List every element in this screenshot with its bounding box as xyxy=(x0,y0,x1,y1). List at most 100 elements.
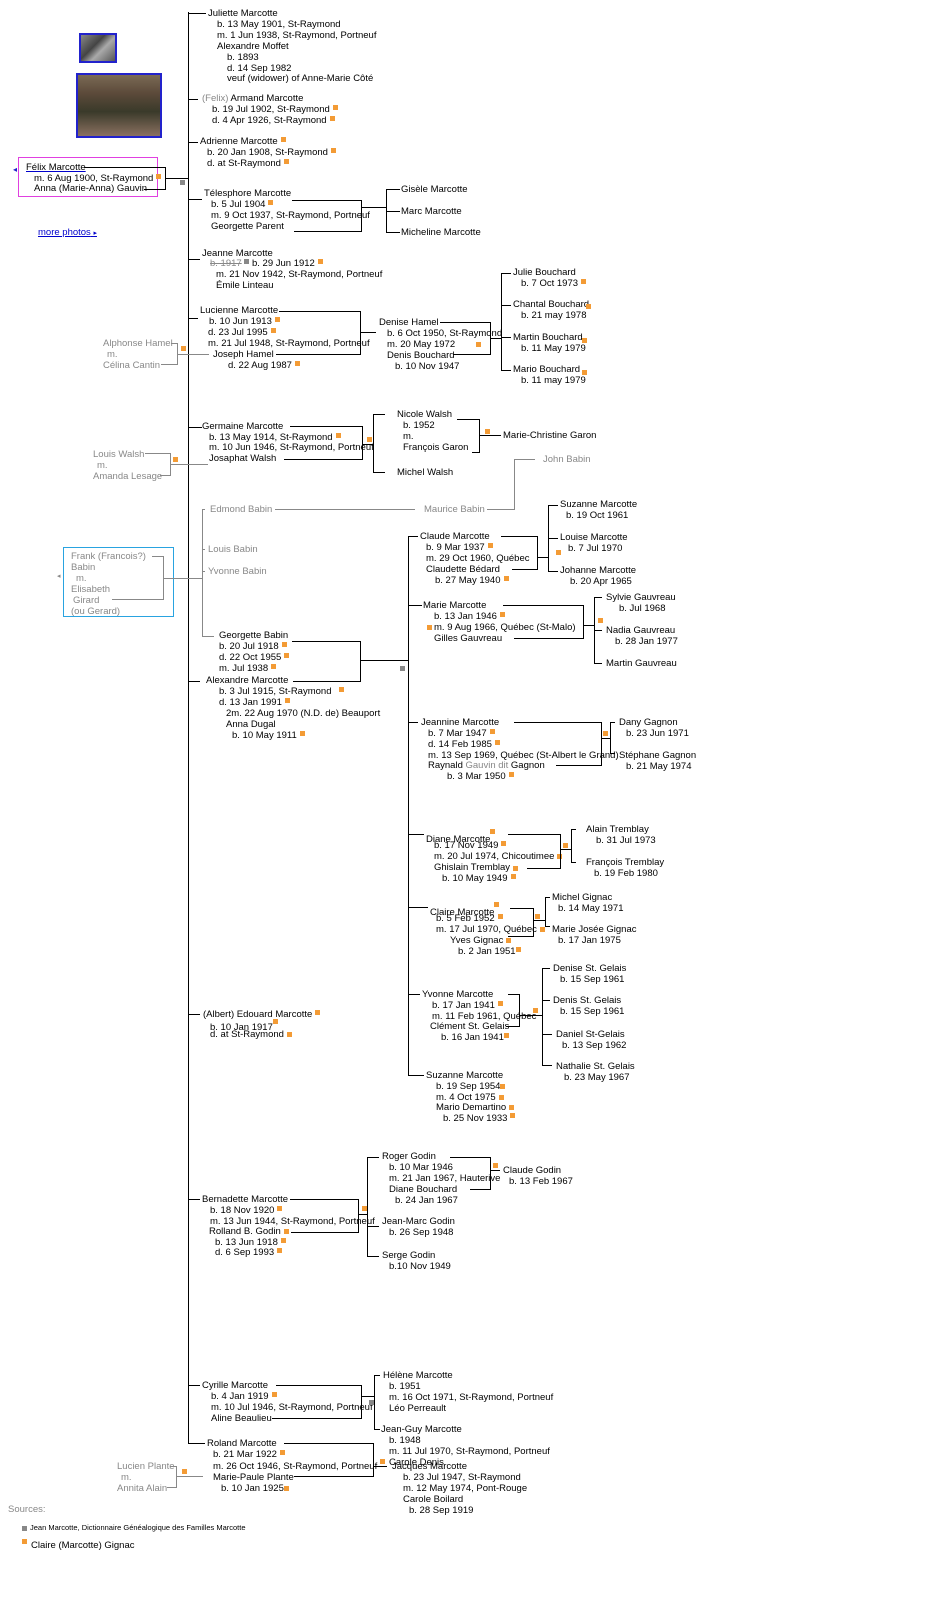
source-item-claire-gignac[interactable]: Claire (Marcotte) Gignac xyxy=(31,1540,135,1551)
source-orange-icon[interactable] xyxy=(582,370,587,375)
helene-spouse[interactable]: Léo Perreault xyxy=(389,1403,447,1414)
alexandre-spouse2[interactable]: Anna Dugal xyxy=(226,719,276,730)
child-juliette-name[interactable]: Juliette Marcotte xyxy=(208,8,278,19)
parent-amanda-lesage[interactable]: Amanda Lesage xyxy=(93,471,163,482)
grandchild-jean-marc-godin[interactable]: Jean-Marc Godin xyxy=(382,1216,455,1227)
source-orange-icon[interactable] xyxy=(490,829,496,834)
grandchild-yvonne[interactable]: Yvonne Marcotte xyxy=(422,989,494,1000)
photo-thumbnail-small[interactable] xyxy=(79,33,117,63)
jacques-spouse[interactable]: Carole Boilard xyxy=(403,1494,464,1505)
source-orange-icon[interactable] xyxy=(299,731,305,736)
parent-lucien-plante[interactable]: Lucien Plante xyxy=(117,1461,175,1472)
source-orange-icon[interactable] xyxy=(274,317,280,322)
grandchild-michel-walsh[interactable]: Michel Walsh xyxy=(397,467,454,478)
source-orange-icon[interactable] xyxy=(581,279,587,284)
grandchild-claire[interactable]: Claire Marcotte xyxy=(430,902,500,918)
source-orange-icon[interactable] xyxy=(332,105,338,110)
ggchild-dany-gagnon[interactable]: Dany Gagnon xyxy=(619,717,678,728)
claude-spouse[interactable]: Claudette Bédard xyxy=(426,564,500,575)
child-georgette-babin[interactable]: Georgette Babin xyxy=(219,630,289,641)
source-orange-icon[interactable] xyxy=(280,137,286,142)
source-gray-icon[interactable] xyxy=(180,180,185,185)
ggchild-denise-st-gelais[interactable]: Denise St. Gelais xyxy=(553,963,627,974)
parent-elisabeth-girard[interactable]: Elisabeth xyxy=(71,584,111,595)
ggchild-nathalie-st-gelais[interactable]: Nathalie St. Gelais xyxy=(556,1061,635,1072)
ggchild-daniel-st-gelais[interactable]: Daniel St-Gelais xyxy=(556,1029,625,1040)
babin-edmond[interactable]: Edmond Babin xyxy=(210,504,273,515)
source-orange-icon[interactable] xyxy=(272,1019,278,1024)
source-orange-icon[interactable] xyxy=(315,1010,321,1015)
jeannine-spouse[interactable]: Raynald Gauvin dit Gagnon xyxy=(428,760,545,771)
grandchild-marc[interactable]: Marc Marcotte xyxy=(401,206,462,217)
source-orange-icon[interactable] xyxy=(283,1229,289,1234)
source-gray-icon[interactable] xyxy=(244,259,250,264)
grandchild-jeannine[interactable]: Jeannine Marcotte xyxy=(421,717,500,728)
source-orange-icon[interactable] xyxy=(182,1469,187,1474)
roger-spouse[interactable]: Diane Bouchard xyxy=(389,1184,458,1195)
source-orange-icon[interactable] xyxy=(317,259,323,264)
source-orange-icon[interactable] xyxy=(494,740,500,745)
babin-yvonne[interactable]: Yvonne Babin xyxy=(208,566,267,577)
child-armand-name[interactable]: (Felix) Armand Marcotte xyxy=(202,93,303,104)
source-orange-icon[interactable] xyxy=(156,174,162,179)
source-orange-icon[interactable] xyxy=(557,854,563,859)
ggchild-alain-tremblay[interactable]: Alain Tremblay xyxy=(586,824,649,835)
source-orange-icon[interactable] xyxy=(362,1206,367,1211)
grandchild-jacques[interactable]: Jacques Marcotte xyxy=(392,1461,467,1472)
child-cyrille[interactable]: Cyrille Marcotte xyxy=(202,1380,268,1391)
ggchild-mario-bouchard[interactable]: Mario Bouchard xyxy=(513,364,581,375)
source-orange-icon[interactable] xyxy=(493,1163,498,1168)
source-orange-icon[interactable] xyxy=(503,1033,509,1038)
source-orange-icon[interactable] xyxy=(271,664,277,669)
source-orange-icon[interactable] xyxy=(509,1105,515,1110)
cyrille-spouse[interactable]: Aline Beaulieu xyxy=(211,1413,272,1424)
jean-guy-spouse[interactable]: Carole Denis xyxy=(389,1457,444,1468)
child-germaine-name[interactable]: Germaine Marcotte xyxy=(202,421,284,432)
source-orange-icon[interactable] xyxy=(335,433,341,438)
source-orange-icon[interactable] xyxy=(598,618,603,623)
babin-louis[interactable]: Louis Babin xyxy=(208,544,258,555)
grandchild-denise-hamel[interactable]: Denise Hamel xyxy=(379,317,439,328)
source-orange-icon[interactable] xyxy=(563,843,568,848)
source-orange-icon[interactable] xyxy=(330,148,336,153)
source-orange-icon[interactable] xyxy=(586,304,591,309)
child-edouard[interactable]: (Albert) Edouard Marcotte xyxy=(203,1009,321,1020)
babin-back-arrow-icon[interactable]: ◂ xyxy=(57,573,61,580)
grandchild-diane[interactable]: Diane Marcotte xyxy=(426,829,496,845)
source-orange-icon[interactable] xyxy=(277,1248,283,1253)
yvonne-spouse[interactable]: Clément St. Gelais xyxy=(430,1021,510,1032)
source-orange-icon[interactable] xyxy=(284,698,290,703)
source-orange-icon[interactable] xyxy=(283,159,289,164)
ggchild-stephane-gagnon[interactable]: Stéphane Gagnon xyxy=(619,750,697,761)
marie-spouse[interactable]: Gilles Gauvreau xyxy=(434,633,503,644)
parent-annita-alain[interactable]: Annita Alain xyxy=(117,1483,168,1494)
grandchild-claude[interactable]: Claude Marcotte xyxy=(420,531,490,542)
ggchild-francois-tremblay[interactable]: François Tremblay xyxy=(586,857,665,868)
source-orange-icon[interactable] xyxy=(280,1238,286,1243)
child-bernadette[interactable]: Bernadette Marcotte xyxy=(202,1194,289,1205)
suzanne-spouse[interactable]: Mario Demartino xyxy=(436,1102,515,1113)
source-orange-icon[interactable] xyxy=(427,625,432,630)
source-orange-icon[interactable] xyxy=(510,874,516,879)
source-orange-icon[interactable] xyxy=(603,731,608,736)
roland-spouse[interactable]: Marie-Paule Plante xyxy=(213,1472,294,1483)
grandchild-serge-godin[interactable]: Serge Godin xyxy=(382,1250,436,1261)
juliette-spouse[interactable]: Alexandre Moffet xyxy=(217,41,289,52)
ggchild-sylvie-gauvreau[interactable]: Sylvie Gauvreau xyxy=(606,592,676,603)
parent-louis-walsh[interactable]: Louis Walsh xyxy=(93,449,145,460)
source-orange-icon[interactable] xyxy=(556,550,561,555)
grandchild-suzanne[interactable]: Suzanne Marcotte xyxy=(426,1070,504,1081)
grandchild-micheline[interactable]: Micheline Marcotte xyxy=(401,227,481,238)
source-orange-icon[interactable] xyxy=(173,457,178,462)
ggchild-louise-marcotte[interactable]: Louise Marcotte xyxy=(560,532,628,543)
source-orange-icon[interactable] xyxy=(497,914,503,919)
ggchild-marie-josee-gignac[interactable]: Marie Josée Gignac xyxy=(552,924,637,935)
ggchild-martin-gauvreau[interactable]: Martin Gauvreau xyxy=(606,658,677,669)
source-orange-icon[interactable] xyxy=(494,902,500,907)
babin-john[interactable]: John Babin xyxy=(543,454,591,465)
ggchild-marie-christine-garon[interactable]: Marie-Christine Garon xyxy=(503,430,597,441)
grandchild-jean-guy[interactable]: Jean-Guy Marcotte xyxy=(381,1424,462,1435)
source-orange-icon[interactable] xyxy=(500,1084,506,1089)
grandchild-roger-godin[interactable]: Roger Godin xyxy=(382,1151,436,1162)
source-item-jean-marcotte[interactable]: Jean Marcotte, Dictionnaire Généalogique… xyxy=(30,1523,246,1532)
